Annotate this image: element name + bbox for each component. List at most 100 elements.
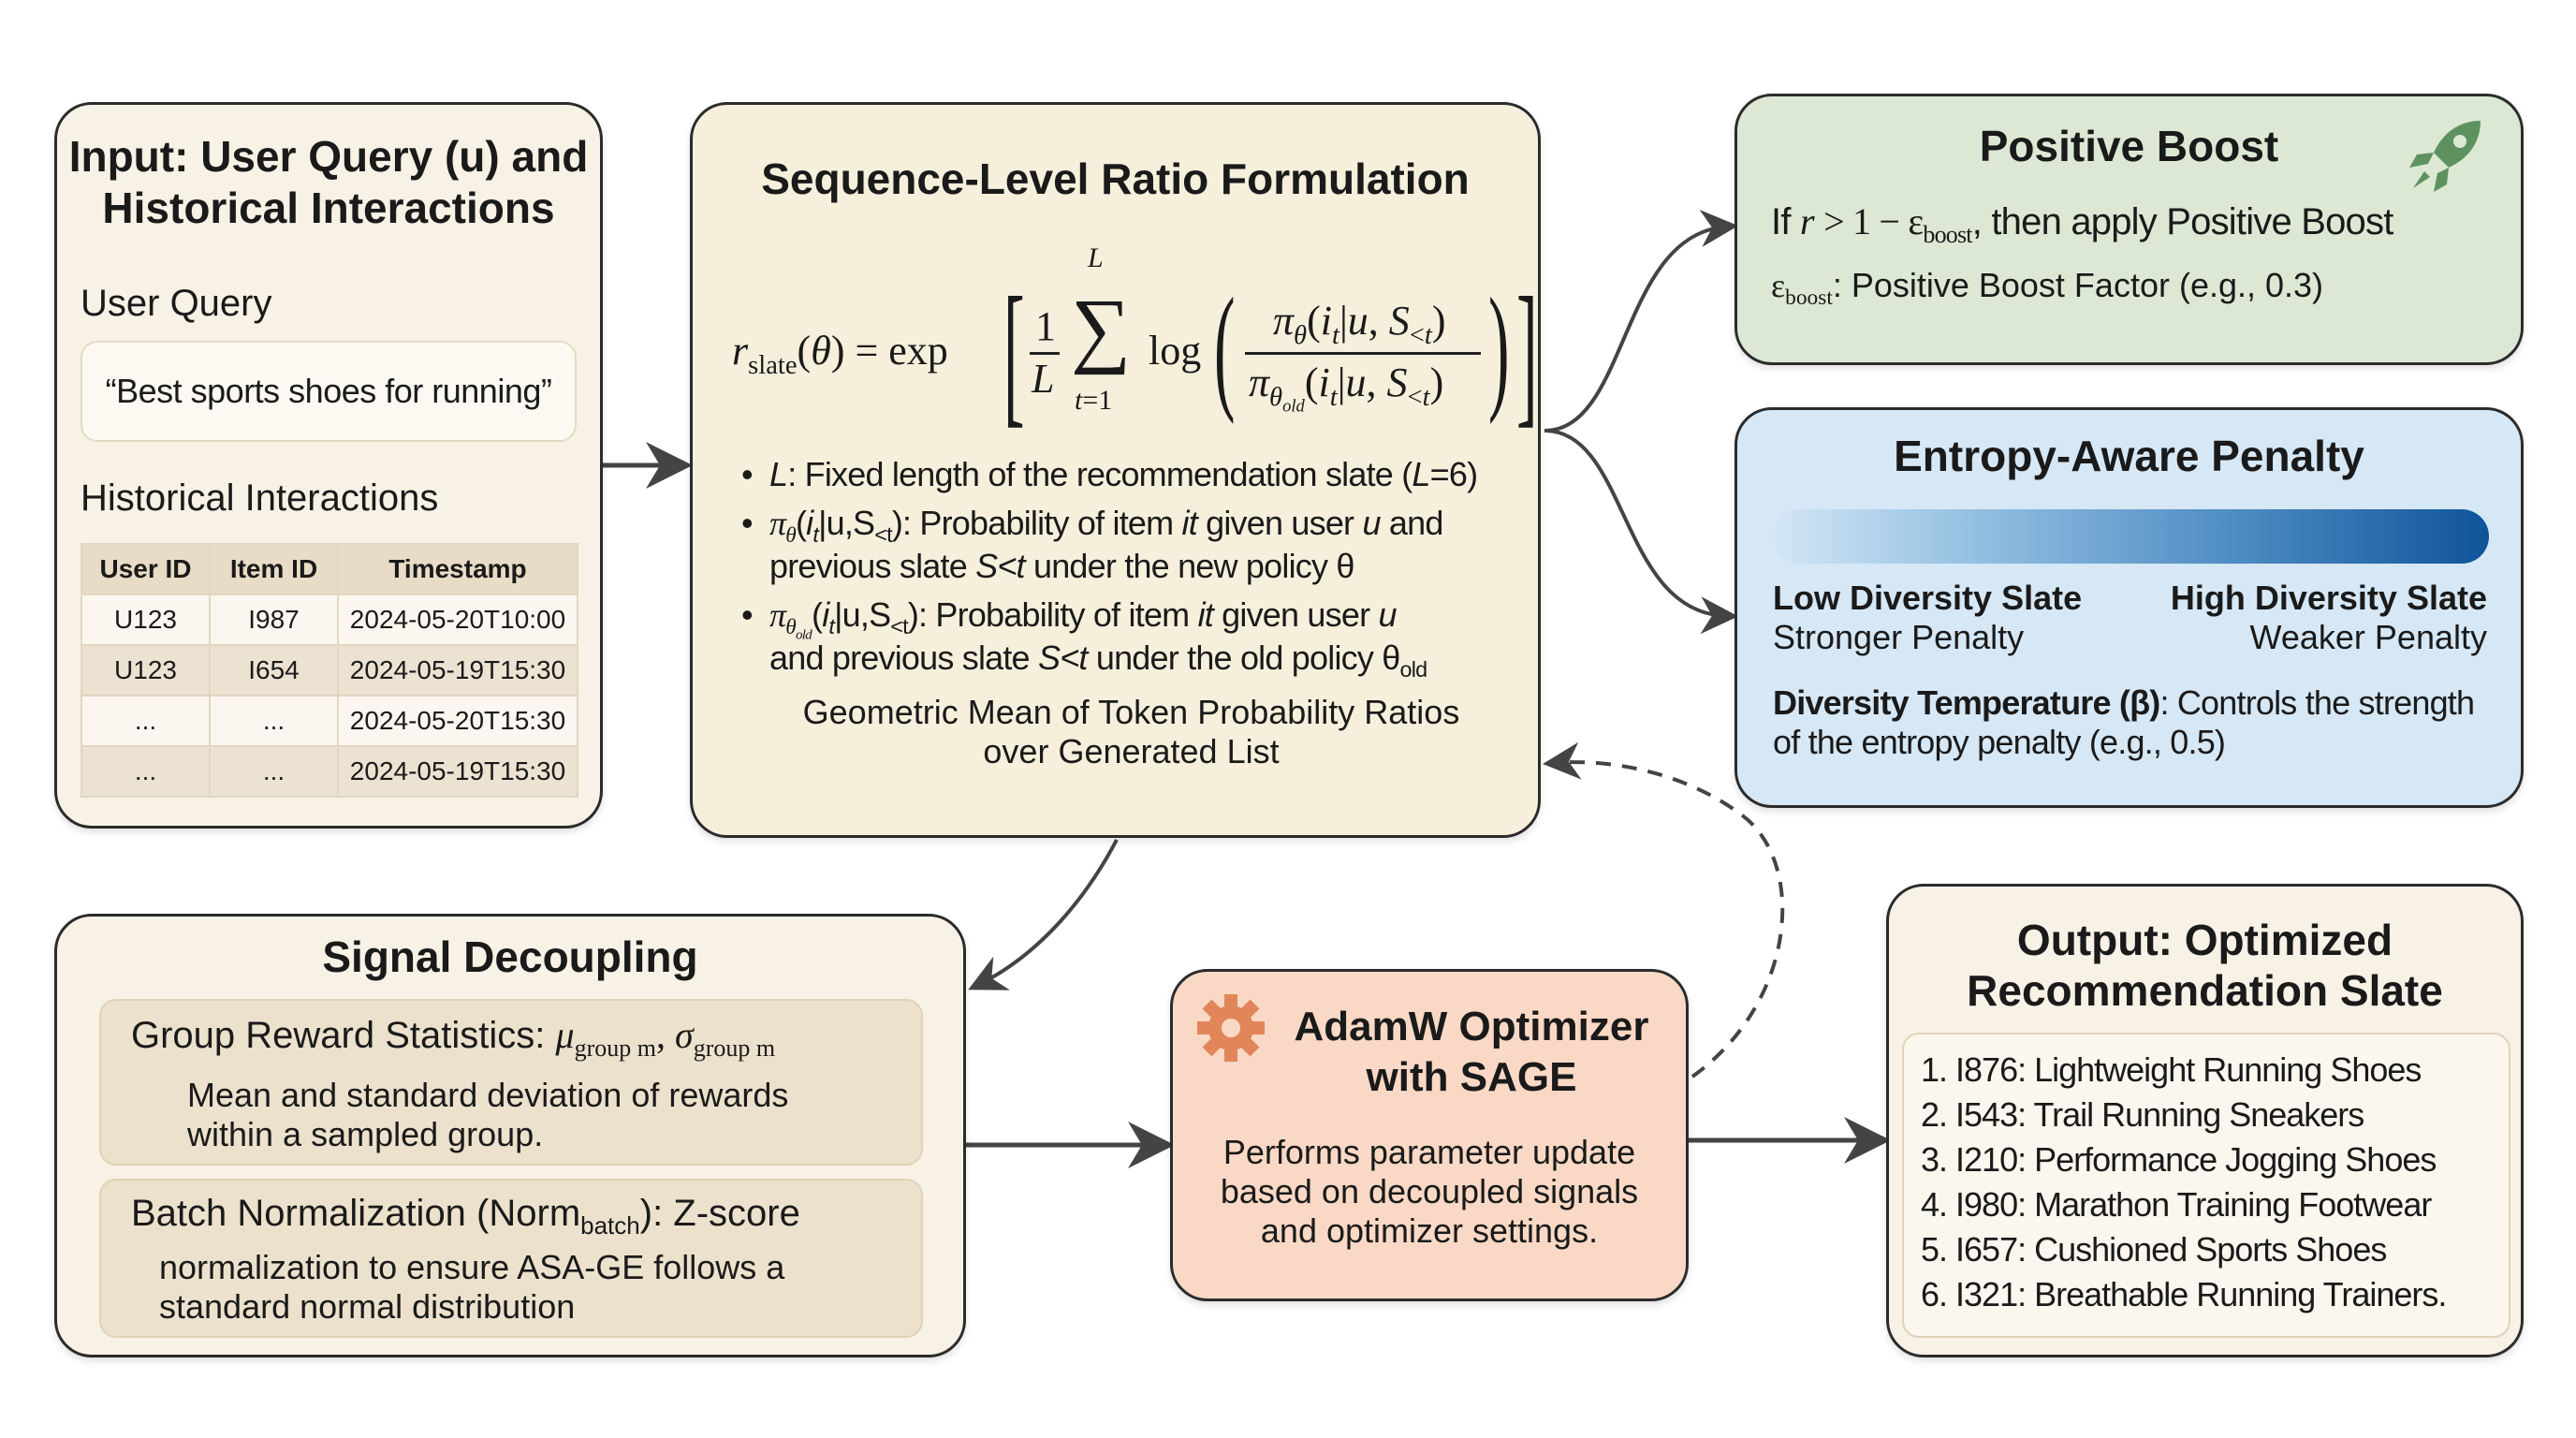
desc-line: normalization to ensure ASA-GE follows a	[159, 1248, 785, 1286]
optimizer-title: AdamW Optimizer with SAGE	[1266, 1002, 1676, 1103]
bullet-text: it	[1181, 504, 1198, 542]
temp-label: Diversity Temperature (β)	[1773, 683, 2160, 722]
diversity-temperature: Diversity Temperature (β): Controls the …	[1773, 683, 2493, 762]
bullet-slate-length: L: Fixed length of the recommendation sl…	[741, 453, 1521, 496]
desc-line: within a sampled group.	[187, 1115, 544, 1153]
bullet-text: under the old policy θ	[1087, 638, 1400, 677]
var-L: L	[1412, 455, 1430, 493]
caption-line: Geometric Mean of Token Probability Rati…	[802, 693, 1460, 731]
rocket-icon	[2409, 121, 2481, 192]
boost-factor: εboost: Positive Boost Factor (e.g., 0.3…	[1771, 266, 2324, 311]
bullet-text: given user	[1196, 504, 1363, 542]
boost-factor-text: : Positive Boost Factor (e.g., 0.3)	[1832, 266, 2324, 304]
cell: 2024-05-20T15:30	[337, 695, 578, 747]
input-title-line1: Input: User Query (u) and	[68, 132, 589, 181]
column-header: Timestamp	[337, 543, 578, 595]
table-row: ......2024-05-20T15:30	[80, 695, 578, 747]
group-label: Group Reward Statistics:	[131, 1015, 556, 1056]
bullet-text: =6)	[1429, 455, 1478, 493]
boost-rule: If r > 1 − εboost, then apply Positive B…	[1771, 200, 2394, 248]
title-line: AdamW Optimizer	[1294, 1004, 1649, 1049]
list-item: 1. I876: Lightweight Running Shoes	[1921, 1050, 2422, 1089]
cell: 2024-05-19T15:30	[337, 644, 578, 697]
user-query-value: “Best sports shoes for running”	[105, 372, 552, 410]
batch-label: Batch Normalization (Norm	[131, 1193, 581, 1234]
low-diversity-sub: Stronger Penalty	[1773, 618, 2025, 656]
batch-norm-card: Batch Normalization (Normbatch): Z-score…	[99, 1179, 923, 1338]
boost-body: If r > 1 − εboost, then apply Positive B…	[1771, 199, 2502, 311]
positive-boost-panel: Positive Boost If r > 1 − εboost, then a…	[1734, 94, 2524, 365]
cell: I654	[209, 644, 339, 697]
signal-title: Signal Decoupling	[322, 932, 698, 981]
bullet-text: : Fixed length of the recommendation sla…	[787, 455, 1412, 493]
caption-line: over Generated List	[983, 732, 1280, 770]
boost-title: Positive Boost	[1979, 122, 2279, 170]
bullet-text: given user	[1212, 595, 1379, 634]
input-title-line2: Historical Interactions	[102, 183, 555, 233]
bullet-new-policy: πθ(it|u,S<t): Probability of item it giv…	[741, 502, 1521, 588]
boost-rule-text: , then apply Positive Boost	[1971, 201, 2394, 242]
temp-text: : Controls the strength	[2159, 683, 2475, 722]
bullet-text: under the new policy θ	[1024, 547, 1354, 585]
list-items: 1. I876: Lightweight Running Shoes 2. I5…	[1921, 1048, 2503, 1317]
list-item: 6. I321: Breathable Running Trainers.	[1921, 1275, 2447, 1313]
low-diversity: Low Diversity Slate Stronger Penalty	[1773, 579, 2082, 657]
slate-ratio-equation: rslate(θ) = exp [ 1 L L ∑ t=1 log ( πθ(i…	[732, 242, 1538, 441]
temp-text: of the entropy penalty (e.g., 0.5)	[1773, 723, 2226, 761]
arrow-formula-to-entropy	[1544, 429, 1738, 635]
title-line: Recommendation Slate	[1967, 966, 2443, 1015]
bullet-old-policy: πθold(it|u,S<t): Probability of item it …	[741, 594, 1521, 681]
batch-norm-desc: normalization to ensure ASA-GE follows a…	[159, 1248, 784, 1327]
high-diversity-label: High Diversity Slate	[2170, 579, 2487, 617]
arrow-formula-to-signal	[968, 839, 1119, 990]
output-panel: Output: Optimized Recommendation Slate 1…	[1886, 884, 2524, 1357]
title-line: Output: Optimized	[2016, 916, 2393, 964]
bullet-text: it	[1197, 595, 1214, 634]
output-title: Output: Optimized Recommendation Slate	[1889, 915, 2521, 1016]
bullet-text: previous slate	[769, 547, 976, 585]
desc-line: and optimizer settings.	[1260, 1211, 1599, 1250]
table-row: ......2024-05-19T15:30	[80, 745, 578, 798]
list-item: 2. I543: Trail Running Sneakers	[1921, 1095, 2364, 1134]
desc-line: Mean and standard deviation of rewards	[187, 1076, 789, 1114]
recommendation-list: 1. I876: Lightweight Running Shoes 2. I5…	[1902, 1033, 2510, 1338]
history-label: Historical Interactions	[80, 477, 439, 519]
title-line: with SAGE	[1366, 1054, 1577, 1100]
bullet-text: S<t	[975, 547, 1025, 585]
group-reward-card: Group Reward Statistics: μgroup m, σgrou…	[99, 999, 923, 1166]
cell: ...	[209, 745, 339, 798]
cell: ...	[209, 695, 339, 747]
bullet-text: ): Probability of item	[907, 595, 1198, 634]
bullet-text: u	[1378, 595, 1397, 634]
group-reward-heading: Group Reward Statistics: μgroup m, σgrou…	[131, 1014, 776, 1062]
optimizer-desc: Performs parameter update based on decou…	[1173, 1133, 1686, 1251]
batch-label-end: ):	[639, 1193, 664, 1234]
formula-title: Sequence-Level Ratio Formulation	[761, 154, 1470, 203]
diversity-gradient-bar	[1773, 509, 2489, 564]
entropy-penalty-panel: Entropy-Aware Penalty Low Diversity Slat…	[1734, 407, 2524, 808]
entropy-title: Entropy-Aware Penalty	[1894, 432, 2364, 480]
cell: ...	[80, 745, 211, 798]
batch-sub: batch	[580, 1211, 640, 1240]
batch-norm-heading: Batch Normalization (Normbatch): Z-score	[131, 1190, 906, 1240]
batch-text: Z-score	[663, 1193, 800, 1234]
desc-line: standard normal distribution	[159, 1287, 576, 1326]
list-item: 3. I210: Performance Jogging Shoes	[1921, 1140, 2437, 1179]
formula-panel: Sequence-Level Ratio Formulation rslate(…	[690, 102, 1541, 838]
cell: 2024-05-19T15:30	[337, 745, 578, 798]
cell: ...	[80, 695, 211, 747]
formula-caption: Geometric Mean of Token Probability Rati…	[741, 693, 1521, 771]
bullet-text: S<t	[1038, 638, 1088, 677]
var-L: L	[769, 455, 788, 493]
user-query-field[interactable]: “Best sports shoes for running”	[80, 341, 577, 442]
cell: I987	[209, 594, 339, 646]
cell: U123	[80, 644, 211, 697]
low-diversity-label: Low Diversity Slate	[1773, 579, 2083, 617]
list-item: 5. I657: Cushioned Sports Shoes	[1921, 1230, 2387, 1269]
input-panel: Input: User Query (u) and Historical Int…	[54, 102, 603, 829]
desc-line: based on decoupled signals	[1220, 1172, 1639, 1211]
